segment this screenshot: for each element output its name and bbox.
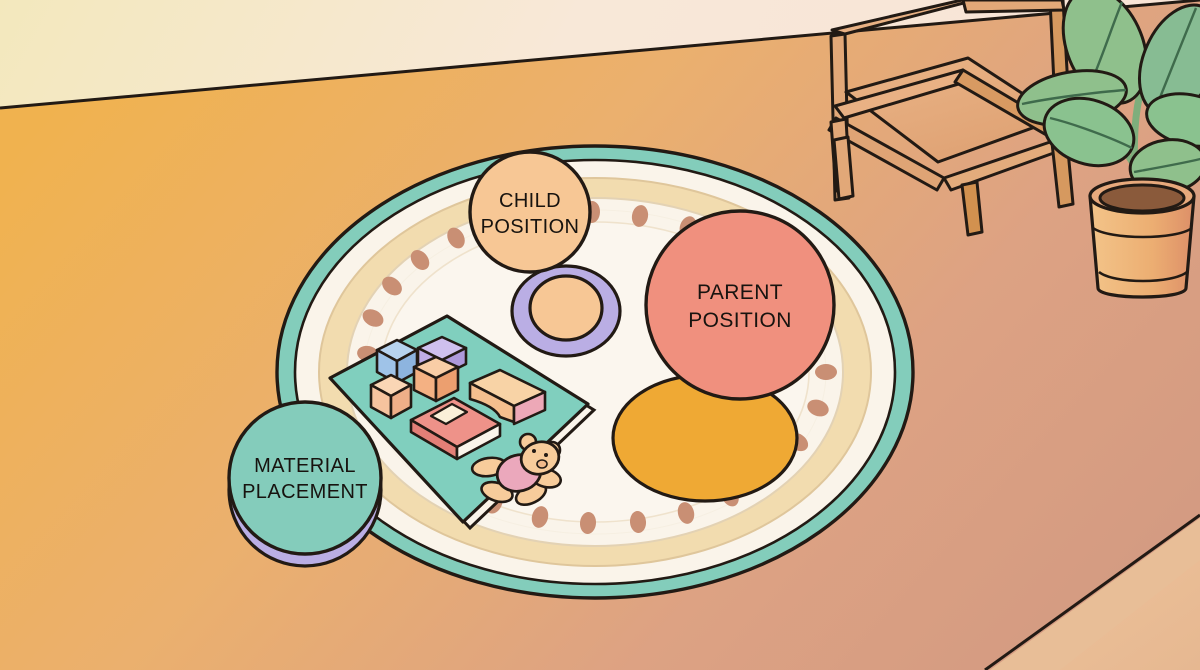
leaf: [1042, 96, 1136, 168]
block-orange: [412, 355, 460, 403]
book-pink: [409, 396, 502, 461]
callout-child-position[interactable]: CHILD POSITION: [468, 150, 592, 274]
callout-material-line2: PLACEMENT: [242, 481, 368, 503]
callout-child-line1: CHILD: [499, 190, 561, 212]
callout-child-line2: POSITION: [481, 216, 580, 238]
arch-block: [468, 368, 547, 426]
teddy-bear: [470, 432, 563, 507]
potted-plant: [1016, 0, 1200, 299]
plant-pot: [1088, 177, 1196, 299]
chair-leg-left-lower: [832, 135, 855, 201]
callout-material-placement[interactable]: MATERIAL PLACEMENT: [227, 400, 383, 556]
toys-group: [369, 335, 563, 507]
block-peach-lower: [369, 373, 413, 420]
floor-plane-seam: [984, 513, 1200, 670]
callout-parent-line2: POSITION: [688, 309, 792, 332]
child-cushion: [510, 264, 622, 358]
callout-material-line1: MATERIAL: [254, 455, 356, 477]
chair-backrest: [830, 0, 1066, 36]
callout-parent-position[interactable]: PARENT POSITION: [644, 209, 836, 401]
callout-parent-line1: PARENT: [697, 281, 783, 304]
